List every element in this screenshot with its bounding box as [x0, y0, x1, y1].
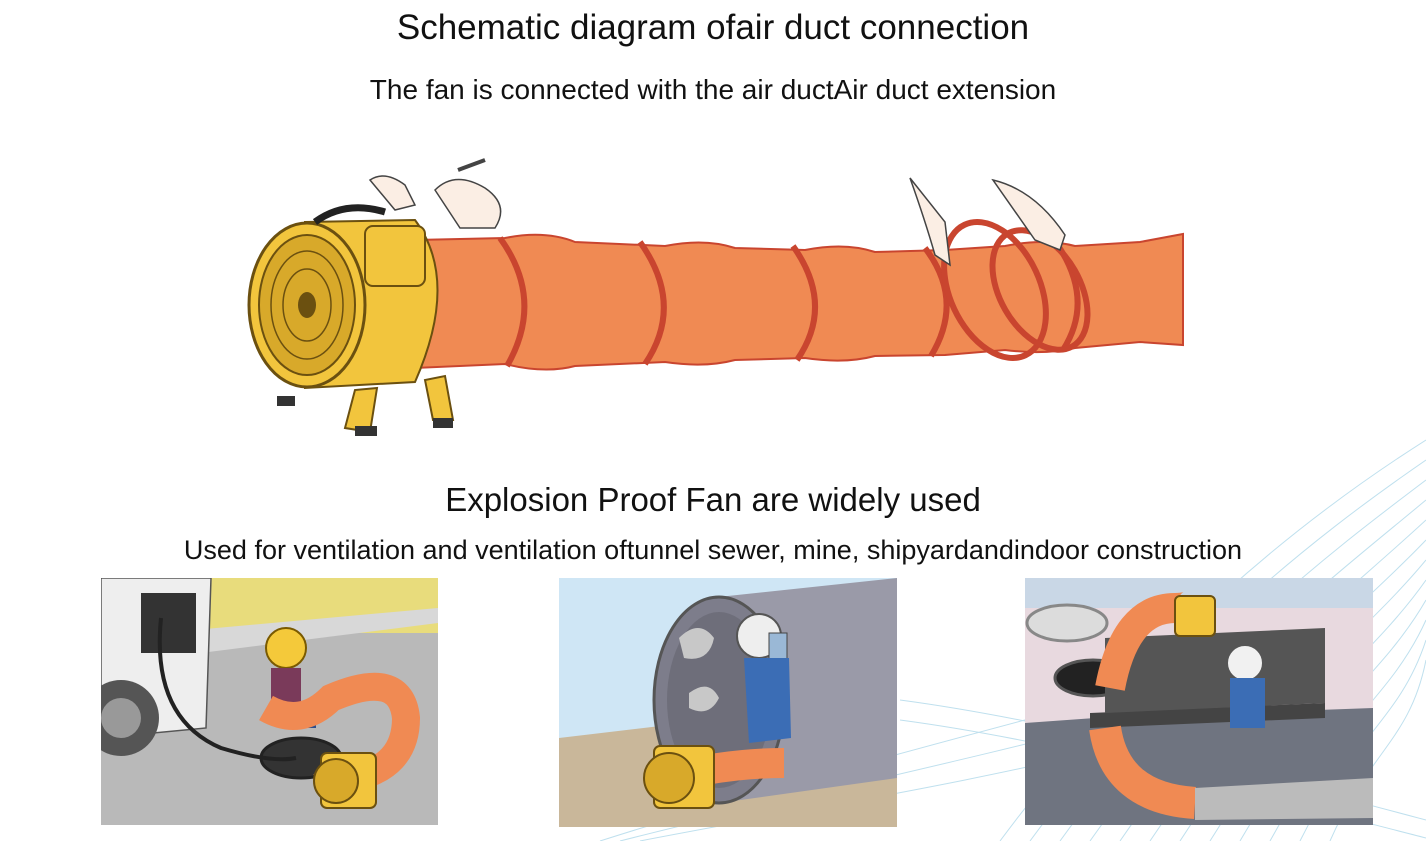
shipyard-ventilation-illustration	[1025, 578, 1373, 825]
usage-subtitle: Used for ventilation and ventilation oft…	[183, 535, 1243, 565]
truck-icon	[101, 578, 212, 756]
page-subtitle: The fan is connected with the air ductAi…	[369, 74, 1057, 105]
page-title: Schematic diagram ofair duct connection	[396, 8, 1030, 47]
hands-icon	[368, 158, 1066, 267]
worker-icon	[1226, 644, 1265, 728]
axial-fan-icon	[1174, 595, 1216, 637]
axial-fan-icon	[643, 745, 715, 809]
usage-title: Explosion Proof Fan are widely used	[445, 481, 981, 518]
axial-fan-icon	[313, 752, 377, 809]
flexible-duct-icon	[414, 219, 1184, 371]
tunnel-ventilation-illustration	[559, 578, 897, 827]
fan-duct-illustration	[247, 158, 1184, 436]
axial-fan-icon	[247, 204, 455, 436]
welder-icon	[736, 613, 791, 743]
sewer-ventilation-illustration	[101, 578, 438, 825]
